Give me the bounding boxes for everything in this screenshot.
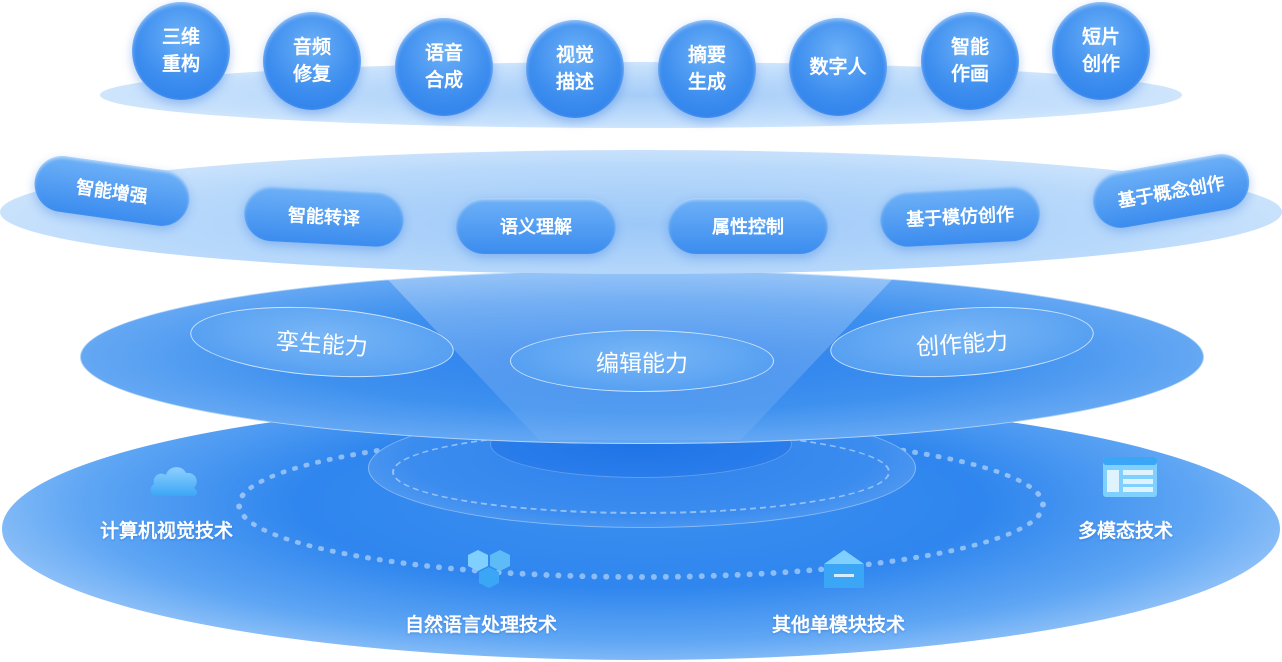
layout-icon [1103, 457, 1157, 497]
app-circle-summary: 摘要 生成 [658, 20, 756, 118]
tech-label-nlp: 自然语言处理技术 [405, 614, 558, 636]
cloud-icon [150, 467, 197, 497]
ability-edit: 编辑能力 [510, 330, 774, 392]
app-label: 音频 修复 [292, 36, 331, 85]
ability-create-label: 创作能力 [915, 328, 1010, 362]
app-circle-short-video: 短片 创作 [1052, 2, 1150, 100]
cubes-icon [468, 550, 510, 588]
app-circle-speech-synthesis: 语音 合成 [395, 18, 493, 116]
function-label: 属性控制 [712, 217, 784, 238]
function-pill-imitation: 基于模仿创作 [878, 183, 1042, 249]
function-pill-attribute: 属性控制 [668, 198, 828, 254]
app-label: 语音 合成 [424, 42, 463, 91]
app-label: 视觉 描述 [555, 44, 594, 93]
envelope-icon [824, 550, 864, 588]
function-label: 智能增强 [74, 177, 149, 208]
app-label: 数字人 [809, 55, 867, 78]
app-circle-visual-description: 视觉 描述 [526, 20, 624, 118]
app-circle-audio-restoration: 音频 修复 [263, 12, 361, 110]
function-label: 基于模仿创作 [905, 204, 1015, 231]
ability-edit-label: 编辑能力 [596, 351, 688, 377]
app-circle-ai-painting: 智能 作画 [921, 12, 1019, 110]
app-label: 三维 重构 [161, 26, 200, 75]
function-label: 基于概念创作 [1116, 172, 1227, 213]
tech-label-single-module: 其他单模块技术 [772, 614, 906, 636]
ability-twin-label: 孪生能力 [274, 328, 369, 362]
function-disc [0, 150, 1282, 274]
app-label: 摘要 生成 [687, 44, 726, 93]
function-pill-semantic: 语义理解 [456, 198, 616, 254]
app-circle-3d-reconstruction: 三维 重构 [132, 2, 230, 100]
app-label: 短片 创作 [1081, 26, 1120, 75]
function-label: 智能转译 [287, 205, 361, 230]
tech-label-multimodal: 多模态技术 [1078, 520, 1174, 542]
tech-label-cv: 计算机视觉技术 [100, 520, 234, 542]
function-label: 语义理解 [500, 217, 572, 238]
application-disc [100, 62, 1182, 128]
app-label: 智能 作画 [950, 36, 989, 85]
function-pill-translate: 智能转译 [242, 183, 406, 249]
app-circle-digital-human: 数字人 [789, 18, 887, 116]
